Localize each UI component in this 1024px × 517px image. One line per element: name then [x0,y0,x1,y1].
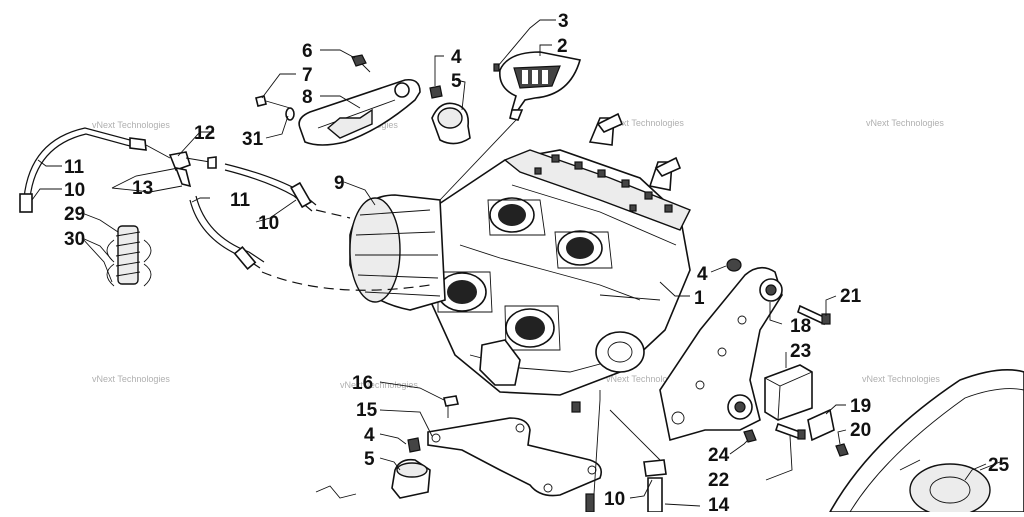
callout-19: 19 [850,396,871,417]
rear-engine-mount [659,258,849,457]
watermark: vNext Technologies [862,374,940,384]
watermark: vNext Technologies [606,374,684,384]
callout-14: 14 [708,495,730,512]
callout-20: 20 [850,420,871,441]
callout-11b: 11 [230,190,251,211]
callout-4c: 4 [364,425,375,446]
callouts: 3 2 6 4 7 5 8 12 31 11 10 13 9 11 29 10 … [64,11,1010,516]
spring-set [106,225,152,287]
callout-18: 18 [790,316,811,337]
callout-6: 6 [302,41,313,62]
upper-engine-mount [255,54,471,146]
callout-7: 7 [302,65,313,86]
magneto-housing [349,194,446,311]
callout-30: 30 [64,229,85,250]
watermark: vNext Technologies [92,120,170,130]
callout-25: 25 [988,455,1010,476]
fuel-hoses [19,127,317,271]
callout-22: 22 [708,470,729,491]
callout-5: 5 [451,71,462,92]
callout-2: 2 [557,36,568,57]
callout-12: 12 [194,123,215,144]
callout-13: 13 [132,178,153,199]
engine-assembly [429,112,691,413]
watermark: vNext Technologies [606,118,684,128]
callout-1: 1 [694,288,705,309]
callout-11: 11 [64,157,85,178]
callout-10: 10 [64,180,85,201]
callout-3: 3 [558,11,569,32]
callout-24: 24 [708,445,730,466]
callout-4b: 4 [697,264,708,285]
callout-9: 9 [334,173,345,194]
watermark: vNext Technologies [866,118,944,128]
leader-lines [31,19,987,507]
callout-23: 23 [790,341,811,362]
lower-engine-mount [315,395,667,513]
recoil-handle [439,51,582,201]
callout-8: 8 [302,87,313,108]
callout-10b: 10 [258,213,279,234]
callout-31: 31 [242,129,264,150]
callout-16: 16 [352,373,373,394]
callout-5b: 5 [364,449,375,470]
callout-4: 4 [451,47,462,68]
callout-10c: 10 [604,489,625,510]
drive-clutch [828,368,1024,517]
watermark: vNext Technologies [92,374,170,384]
watermark: vNext Technologies [340,380,418,390]
callout-15: 15 [356,400,378,421]
callout-21: 21 [840,286,862,307]
callout-29: 29 [64,204,85,225]
